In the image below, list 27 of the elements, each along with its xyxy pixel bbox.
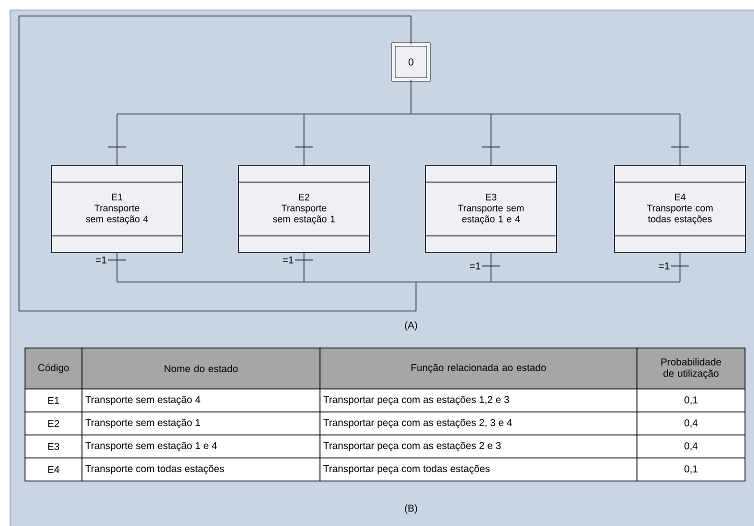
table-cell: 0,4 (636, 412, 746, 436)
table-cell: E3 (24, 434, 82, 458)
table-cell: 0,1 (636, 458, 746, 482)
panel-caption: (A) (405, 321, 418, 331)
connector-line (116, 114, 118, 166)
panel-caption: (B) (405, 504, 418, 514)
step-box: E4 Transporte com todas estações (614, 165, 746, 253)
connector-line (116, 252, 118, 282)
divergence-line (116, 79, 680, 114)
table-cell: 0,4 (636, 434, 746, 458)
table-cell: E2 (24, 412, 82, 436)
table-cell: E1 (24, 388, 82, 412)
header-cell: Probabilidade de utilização (636, 348, 746, 390)
step-box: E2 Transporte sem estação 1 (238, 165, 370, 253)
initial-step-box: 0 (392, 42, 430, 82)
header-cell: Código (24, 348, 82, 390)
connector-line (490, 252, 492, 282)
edge-label: =1 (96, 256, 106, 264)
edge-label: =1 (658, 262, 670, 270)
edge-label: =1 (282, 256, 294, 264)
edge-label: =1 (470, 262, 480, 270)
step-box: E1 Transporte sem estação 4 (50, 165, 184, 253)
table-cell: 0,1 (636, 388, 746, 412)
return-line (18, 16, 680, 312)
step-box: E3 Transporte sem estação 1 e 4 (424, 165, 558, 253)
table-cell: E4 (24, 458, 82, 482)
connector-line (490, 114, 492, 166)
